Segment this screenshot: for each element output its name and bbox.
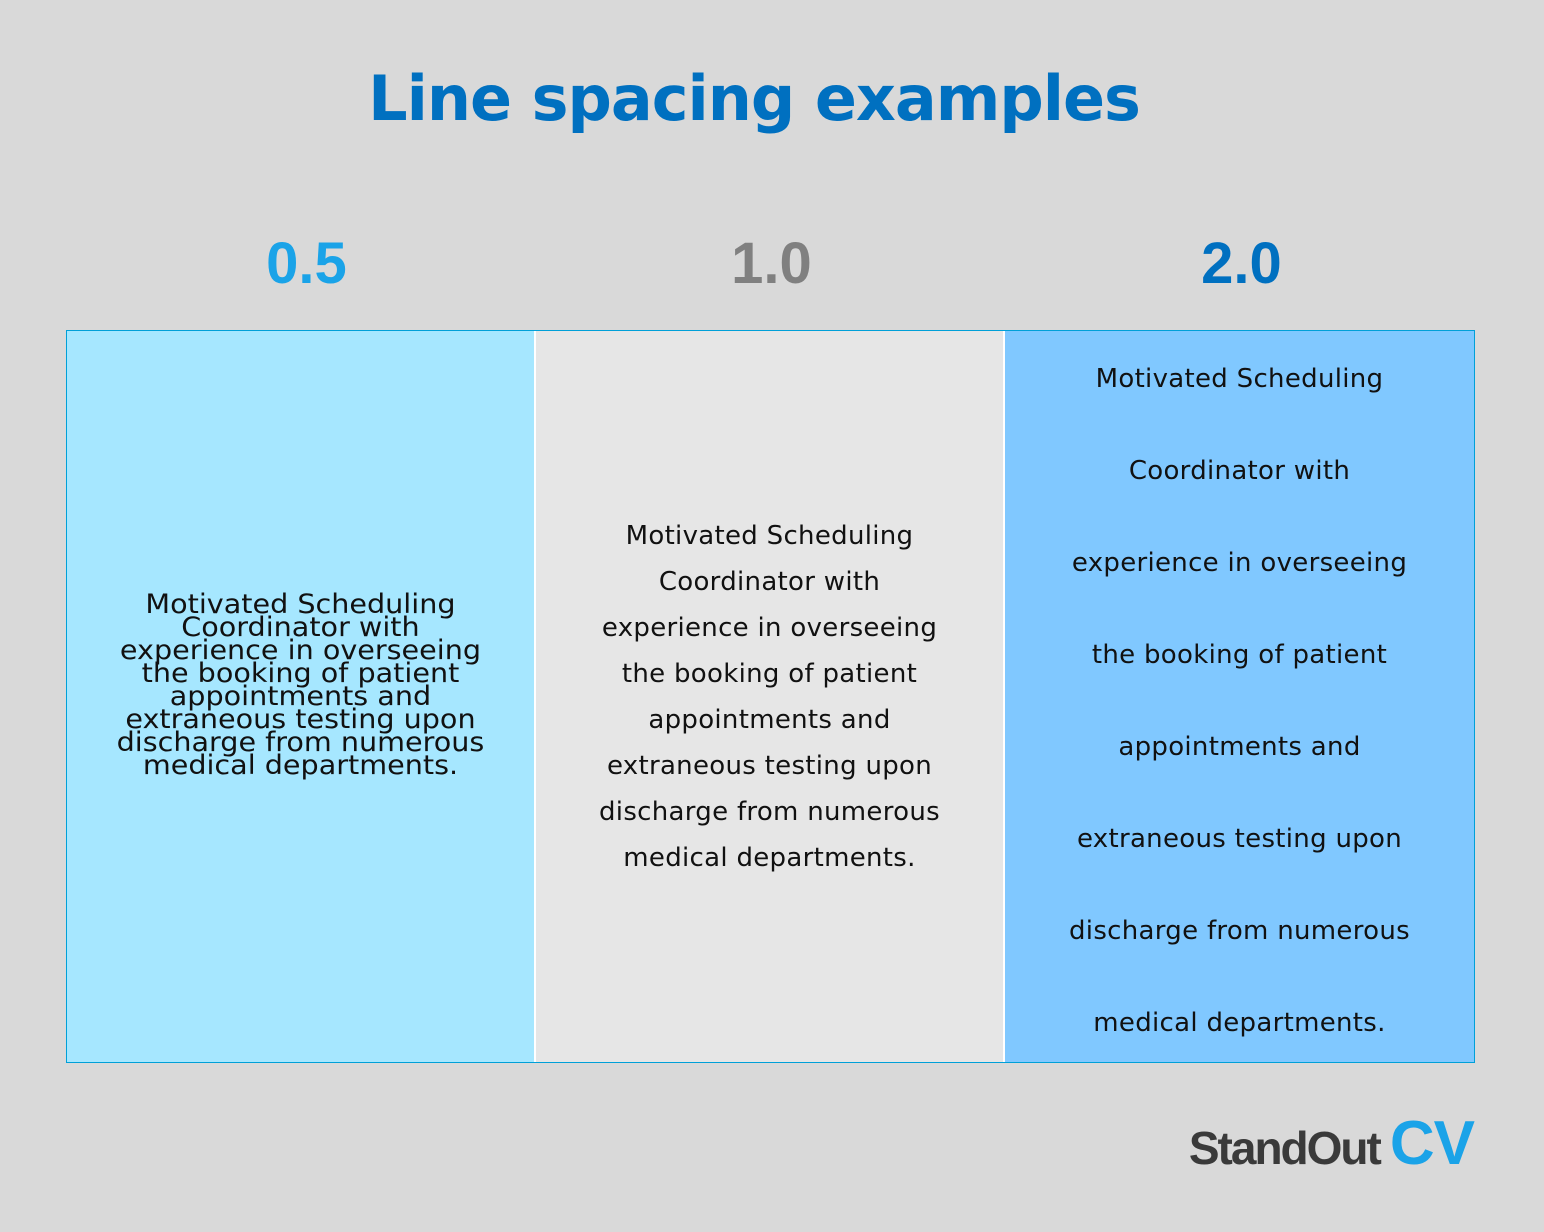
- column-label-0-5: 0.5: [266, 231, 347, 296]
- sample-text-1-0: Motivated Scheduling Coordinator with ex…: [599, 520, 940, 873]
- sample-text-0-5: Motivated Scheduling Coordinator with ex…: [116, 588, 485, 781]
- brand-accent-text: CV: [1389, 1109, 1475, 1178]
- spacing-panel-0-5: Motivated Scheduling Coordinator with ex…: [67, 331, 536, 1062]
- column-label-1-0: 1.0: [731, 231, 812, 296]
- spacing-panel-2-0: Motivated Scheduling Coordinator with ex…: [1005, 331, 1474, 1062]
- column-label-2-0: 2.0: [1201, 231, 1282, 296]
- spacing-panel-1-0: Motivated Scheduling Coordinator with ex…: [536, 331, 1005, 1062]
- spacing-examples-row: Motivated Scheduling Coordinator with ex…: [66, 330, 1475, 1063]
- sample-text-2-0: Motivated Scheduling Coordinator with ex…: [1069, 363, 1410, 1038]
- page-title: Line spacing examples: [368, 62, 1141, 135]
- brand-main-text: StandOut: [1188, 1122, 1382, 1174]
